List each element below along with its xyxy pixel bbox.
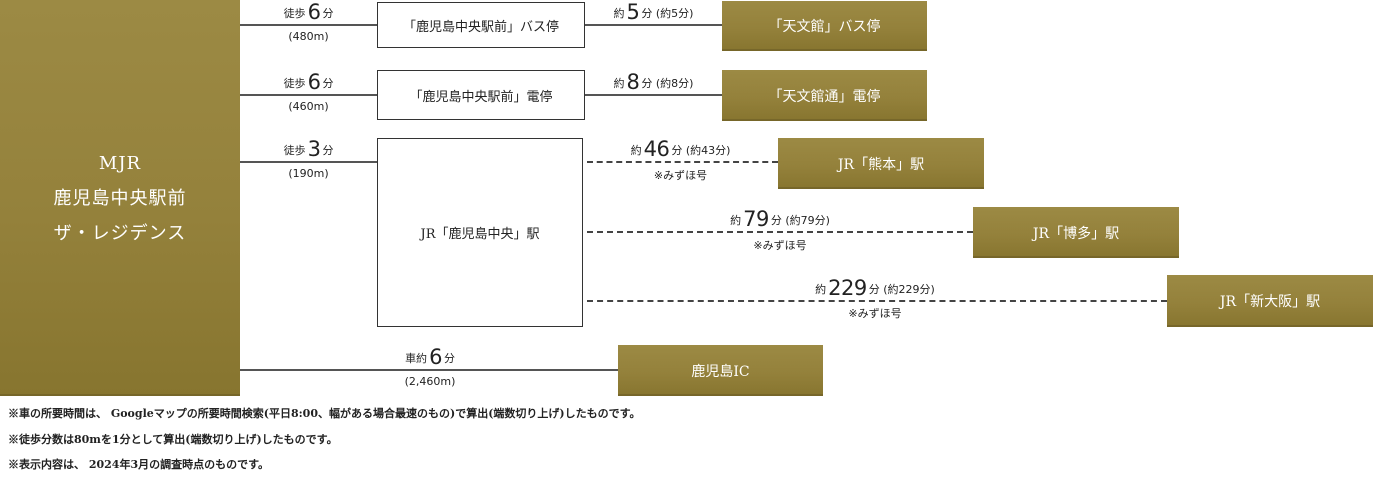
- walk-line-bus: [240, 24, 377, 26]
- walk-distance-bus: (480m): [288, 30, 329, 43]
- destination-hakata: JR「博多」駅: [973, 207, 1179, 258]
- train-name-shin-osaka: ※みずほ号: [848, 307, 902, 320]
- destination-shin-osaka: JR「新大阪」駅: [1167, 275, 1373, 327]
- note-survey-date: ※表示内容は、 2024年3月の調査時点のものです。: [8, 458, 269, 471]
- destination-kumamoto: JR「熊本」駅: [778, 138, 984, 189]
- jr-kagoshima-chuo-box: JR「鹿児島中央」駅: [377, 138, 583, 327]
- walk-line-tram: [240, 94, 377, 96]
- origin-line3: ザ・レジデンス: [53, 222, 187, 244]
- origin-line2: 鹿児島中央駅前: [53, 187, 187, 209]
- tram-stop-box: 「鹿児島中央駅前」電停: [377, 70, 585, 120]
- walk-line-jr: [240, 161, 377, 163]
- destination-tenmonkan-bus: 「天文館」バス停: [722, 1, 927, 51]
- origin-box: MJR 鹿児島中央駅前 ザ・レジデンス: [0, 0, 240, 396]
- ride-line-bus: [585, 24, 722, 26]
- bus-stop-box: 「鹿児島中央駅前」バス停: [377, 2, 585, 48]
- car-distance: (2,460m): [404, 375, 456, 388]
- train-name-hakata: ※みずほ号: [753, 239, 807, 252]
- note-car-time: ※車の所要時間は、 Googleマップの所要時間検索(平日8:00、幅がある場合…: [8, 407, 641, 420]
- origin-line1: MJR: [98, 152, 142, 174]
- walk-distance-tram: (460m): [288, 100, 329, 113]
- destination-kagoshima-ic: 鹿児島IC: [618, 345, 823, 396]
- train-line-shin-osaka: [587, 300, 1167, 302]
- car-line: [240, 369, 618, 371]
- train-line-hakata: [587, 231, 973, 233]
- walk-distance-jr: (190m): [288, 167, 329, 180]
- train-name-kumamoto: ※みずほ号: [653, 169, 708, 182]
- train-line-kumamoto: [587, 161, 778, 163]
- note-walk-time: ※徒歩分数は80mを1分として算出(端数切り上げ)したものです。: [8, 433, 338, 446]
- ride-line-tram: [585, 94, 722, 96]
- destination-tenmonkan-tram: 「天文館通」電停: [722, 70, 927, 121]
